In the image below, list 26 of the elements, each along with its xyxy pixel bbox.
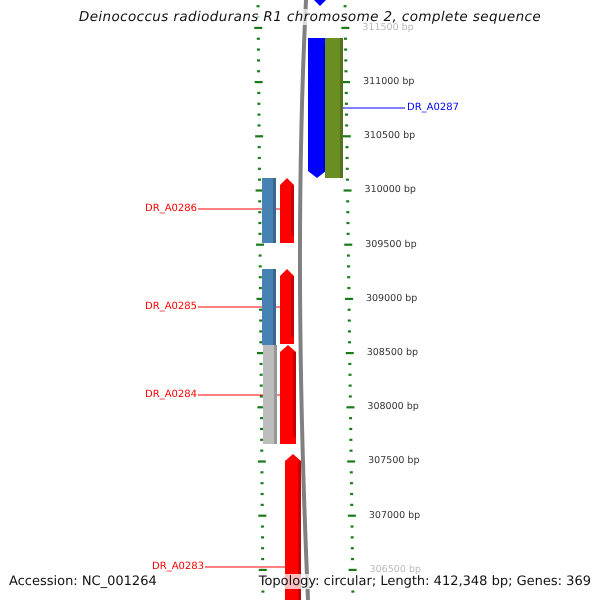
gene-feature: [308, 38, 326, 178]
gene-feature: [280, 269, 294, 344]
leader-line: [204, 566, 286, 568]
footer-text: Topology: circular; Length: 412,348 bp; Genes: 369: [258, 574, 591, 589]
scale-label: 311000 bp: [363, 76, 414, 87]
scale-label: 307000 bp: [368, 510, 420, 521]
scale-label: 310500 bp: [364, 130, 416, 142]
footer-text: Accession: NC_001264: [9, 574, 157, 589]
gene-bar: [325, 38, 343, 178]
gene-feature: [280, 345, 296, 444]
scale-label: 308500 bp: [366, 347, 418, 358]
gene-bar: [262, 269, 276, 345]
scale-label: 310000 bp: [364, 184, 416, 196]
gene-label: DR_A0285: [145, 301, 197, 313]
gene-label: DR_A0284: [145, 389, 197, 401]
scale-label: 306500 bp: [370, 564, 421, 575]
scale-label: 307500 bp: [368, 455, 420, 466]
gene-label: DR_A0283: [152, 561, 204, 573]
scale-label: 309500 bp: [365, 238, 417, 250]
gene-feature: [280, 178, 294, 243]
gene-bar: [263, 345, 277, 444]
gene-label: DR_A0287: [407, 102, 459, 114]
gene-bar: [262, 178, 276, 243]
gene-label: DR_A0286: [145, 203, 197, 215]
scale-label: 309000 bp: [366, 292, 418, 304]
scale-label: 308000 bp: [367, 401, 419, 412]
